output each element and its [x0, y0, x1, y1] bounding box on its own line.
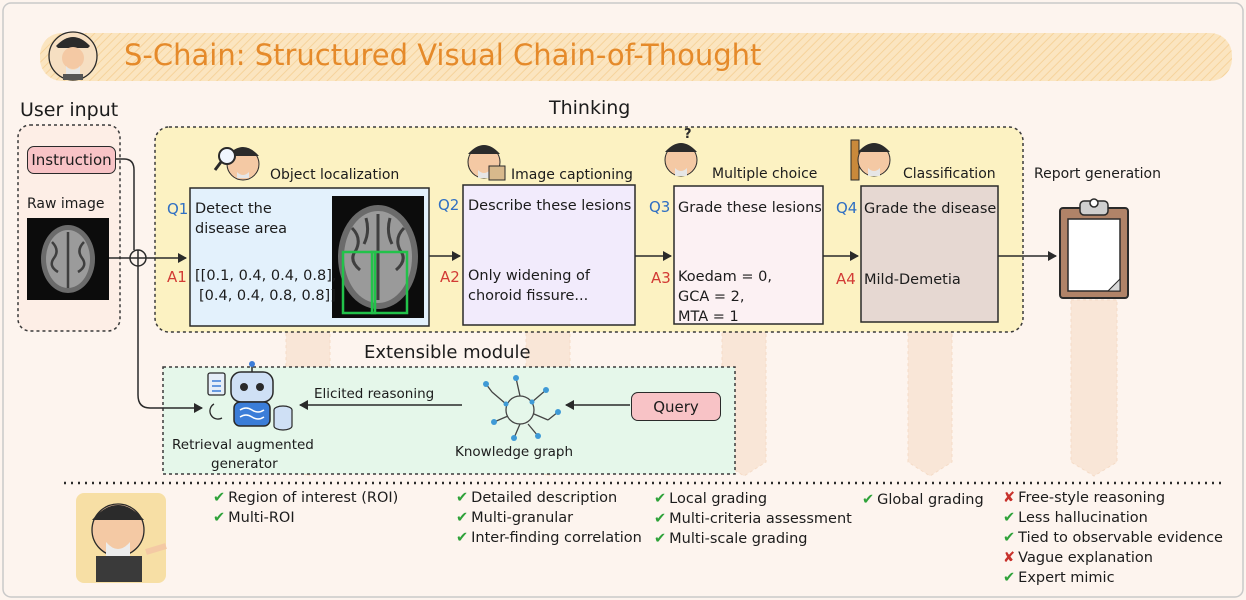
check-icon: ✔ — [1003, 570, 1016, 586]
a2-label: A2 — [440, 268, 460, 286]
user-input-heading: User input — [20, 99, 119, 121]
feature-item: ✔Multi-granular — [456, 510, 574, 526]
features-col2: ✔Detailed description ✔Multi-granular ✔I… — [456, 488, 642, 548]
raw-image-label: Raw image — [27, 196, 105, 212]
feature-item: ✘Free-style reasoning — [1003, 490, 1166, 506]
step-header-classification: Classification — [903, 166, 996, 182]
instruction-button[interactable]: Instruction — [27, 146, 116, 174]
q3-question: Grade these lesions — [678, 200, 822, 216]
step2-box — [462, 184, 636, 326]
q2-label: Q2 — [438, 196, 460, 214]
feature-item: ✔Region of interest (ROI) — [213, 490, 399, 506]
raw-mri-image — [27, 218, 109, 300]
check-icon: ✔ — [456, 530, 469, 546]
q3-label: Q3 — [649, 198, 671, 216]
thinking-heading: Thinking — [549, 97, 631, 119]
features-col1: ✔Region of interest (ROI) ✔Multi-ROI — [213, 488, 398, 528]
localization-mascot-icon — [213, 147, 260, 181]
rag-label-line2: generator — [211, 456, 278, 472]
check-icon: ✔ — [1003, 530, 1016, 546]
feature-item: ✔Inter-finding correlation — [456, 530, 642, 546]
check-icon: ✔ — [862, 492, 875, 508]
flow-arrows — [109, 158, 1057, 413]
features-col3: ✔Local grading ✔Multi-criteria assessmen… — [654, 489, 852, 549]
title-band — [40, 33, 1232, 81]
feature-item: ✔Global grading — [862, 492, 984, 508]
check-icon: ✔ — [1003, 510, 1016, 526]
report-generation-label: Report generation — [1034, 166, 1161, 182]
step-header-choice: Multiple choice — [712, 166, 818, 182]
q2-question: Describe these lesions — [468, 198, 632, 214]
a1-label: A1 — [167, 268, 187, 286]
page-title: S-Chain: Structured Visual Chain-of-Thou… — [124, 38, 762, 72]
check-icon: ✔ — [456, 490, 469, 506]
a3-label: A3 — [651, 269, 671, 287]
feature-item: ✔Local grading — [654, 491, 768, 507]
feature-item: ✔Tied to observable evidence — [1003, 530, 1223, 546]
q4-question: Grade the disease — [864, 201, 997, 217]
cross-icon: ✘ — [1003, 490, 1016, 506]
extensible-heading: Extensible module — [364, 342, 531, 363]
q1-label: Q1 — [167, 200, 189, 218]
captioning-mascot-icon — [467, 145, 506, 181]
a1-answer-line1: [[0.1, 0.4, 0.4, 0.8], — [195, 268, 337, 284]
feature-item: ✔Multi-criteria assessment — [654, 511, 852, 527]
a2-answer-line2: choroid fissure... — [468, 288, 589, 304]
a3-answer-line1: Koedam = 0, — [678, 269, 772, 285]
a3-answer-line2: GCA = 2, — [678, 289, 745, 305]
features-col5: ✘Free-style reasoning ✔Less hallucinatio… — [1003, 488, 1223, 588]
feature-item: ✔Detailed description — [456, 490, 618, 506]
feature-item: ✔Multi-ROI — [213, 510, 295, 526]
scholar-mascot-icon — [48, 31, 98, 81]
q1-question: Detect the disease area — [195, 201, 288, 237]
step4-box — [860, 185, 999, 323]
question-mark-icon: ? — [684, 127, 692, 142]
query-button[interactable]: Query — [631, 392, 721, 421]
mri-brain-roi — [332, 196, 424, 318]
feature-item: ✔Expert mimic — [1003, 570, 1115, 586]
rag-label-line1: Retrieval augmented — [172, 437, 314, 453]
a2-answer-line1: Only widening of — [468, 268, 591, 284]
step3-box — [673, 185, 824, 325]
check-icon: ✔ — [456, 510, 469, 526]
robot-icon — [207, 361, 293, 431]
check-icon: ✔ — [213, 510, 226, 526]
cross-icon: ✘ — [1003, 550, 1016, 566]
features-col4: ✔Global grading — [862, 490, 984, 510]
knowledge-graph-icon — [483, 375, 561, 441]
elicited-reasoning-label: Elicited reasoning — [314, 386, 435, 402]
check-icon: ✔ — [213, 490, 226, 506]
q4-label: Q4 — [836, 199, 858, 217]
check-icon: ✔ — [654, 491, 667, 507]
check-icon: ✔ — [654, 511, 667, 527]
check-icon: ✔ — [654, 531, 667, 547]
feature-item: ✔Less hallucination — [1003, 510, 1148, 526]
a4-answer: Mild-Demetia — [864, 272, 961, 288]
choice-mascot-icon — [664, 143, 698, 177]
bottom-mascot-icon — [76, 493, 167, 583]
a4-label: A4 — [836, 270, 856, 288]
clipboard-icon — [1059, 198, 1129, 299]
feature-item: ✔Multi-scale grading — [654, 531, 808, 547]
classification-mascot-icon — [850, 139, 891, 181]
step-header-captioning: Image captioning — [511, 167, 633, 183]
feature-item: ✘Vague explanation — [1003, 550, 1153, 566]
knowledge-graph-label: Knowledge graph — [455, 444, 574, 460]
a1-answer-line2: [0.4, 0.4, 0.8, 0.8]] — [199, 288, 336, 304]
a3-answer-line3: MTA = 1 — [678, 309, 739, 325]
step-header-localization: Object localization — [270, 167, 400, 183]
